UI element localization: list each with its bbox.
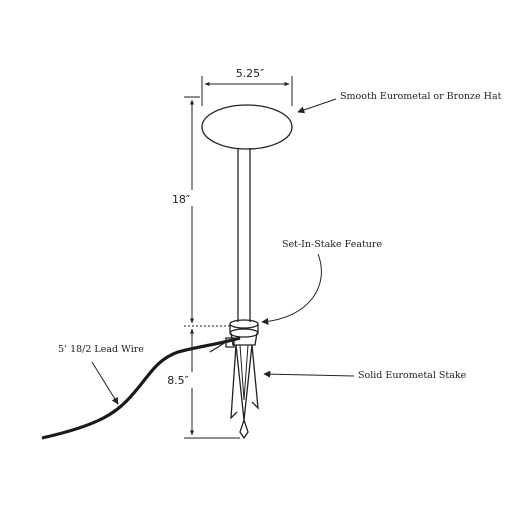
- dimension-pole-height: 18″: [172, 96, 230, 327]
- pole-height-label: 18″: [172, 193, 190, 206]
- dimension-stake-height: 8.5″: [165, 328, 240, 439]
- dimension-hat-width: 5.25″: [201, 67, 293, 106]
- lead-wire: [41, 336, 241, 440]
- stake: [230, 344, 259, 440]
- stake-height-label: 8.5″: [167, 374, 189, 387]
- callout-stake: Solid Eurometal Stake: [263, 370, 467, 381]
- lead-wire-callout-label: 5’ 18/2 Lead Wire: [58, 344, 144, 355]
- hat-width-label: 5.25″: [236, 67, 265, 80]
- pole: [237, 148, 251, 322]
- stake-callout-label: Solid Eurometal Stake: [358, 370, 467, 381]
- callout-lead-wire: 5’ 18/2 Lead Wire: [58, 344, 144, 405]
- callout-stake-feature: Set-In-Stake Feature: [261, 239, 382, 325]
- stake-collar: [209, 319, 259, 353]
- hat-shape: [201, 104, 293, 150]
- hat-callout-label: Smooth Eurometal or Bronze Hat: [340, 91, 502, 102]
- stake-feature-callout-label: Set-In-Stake Feature: [282, 239, 382, 250]
- callout-hat: Smooth Eurometal or Bronze Hat: [297, 91, 502, 114]
